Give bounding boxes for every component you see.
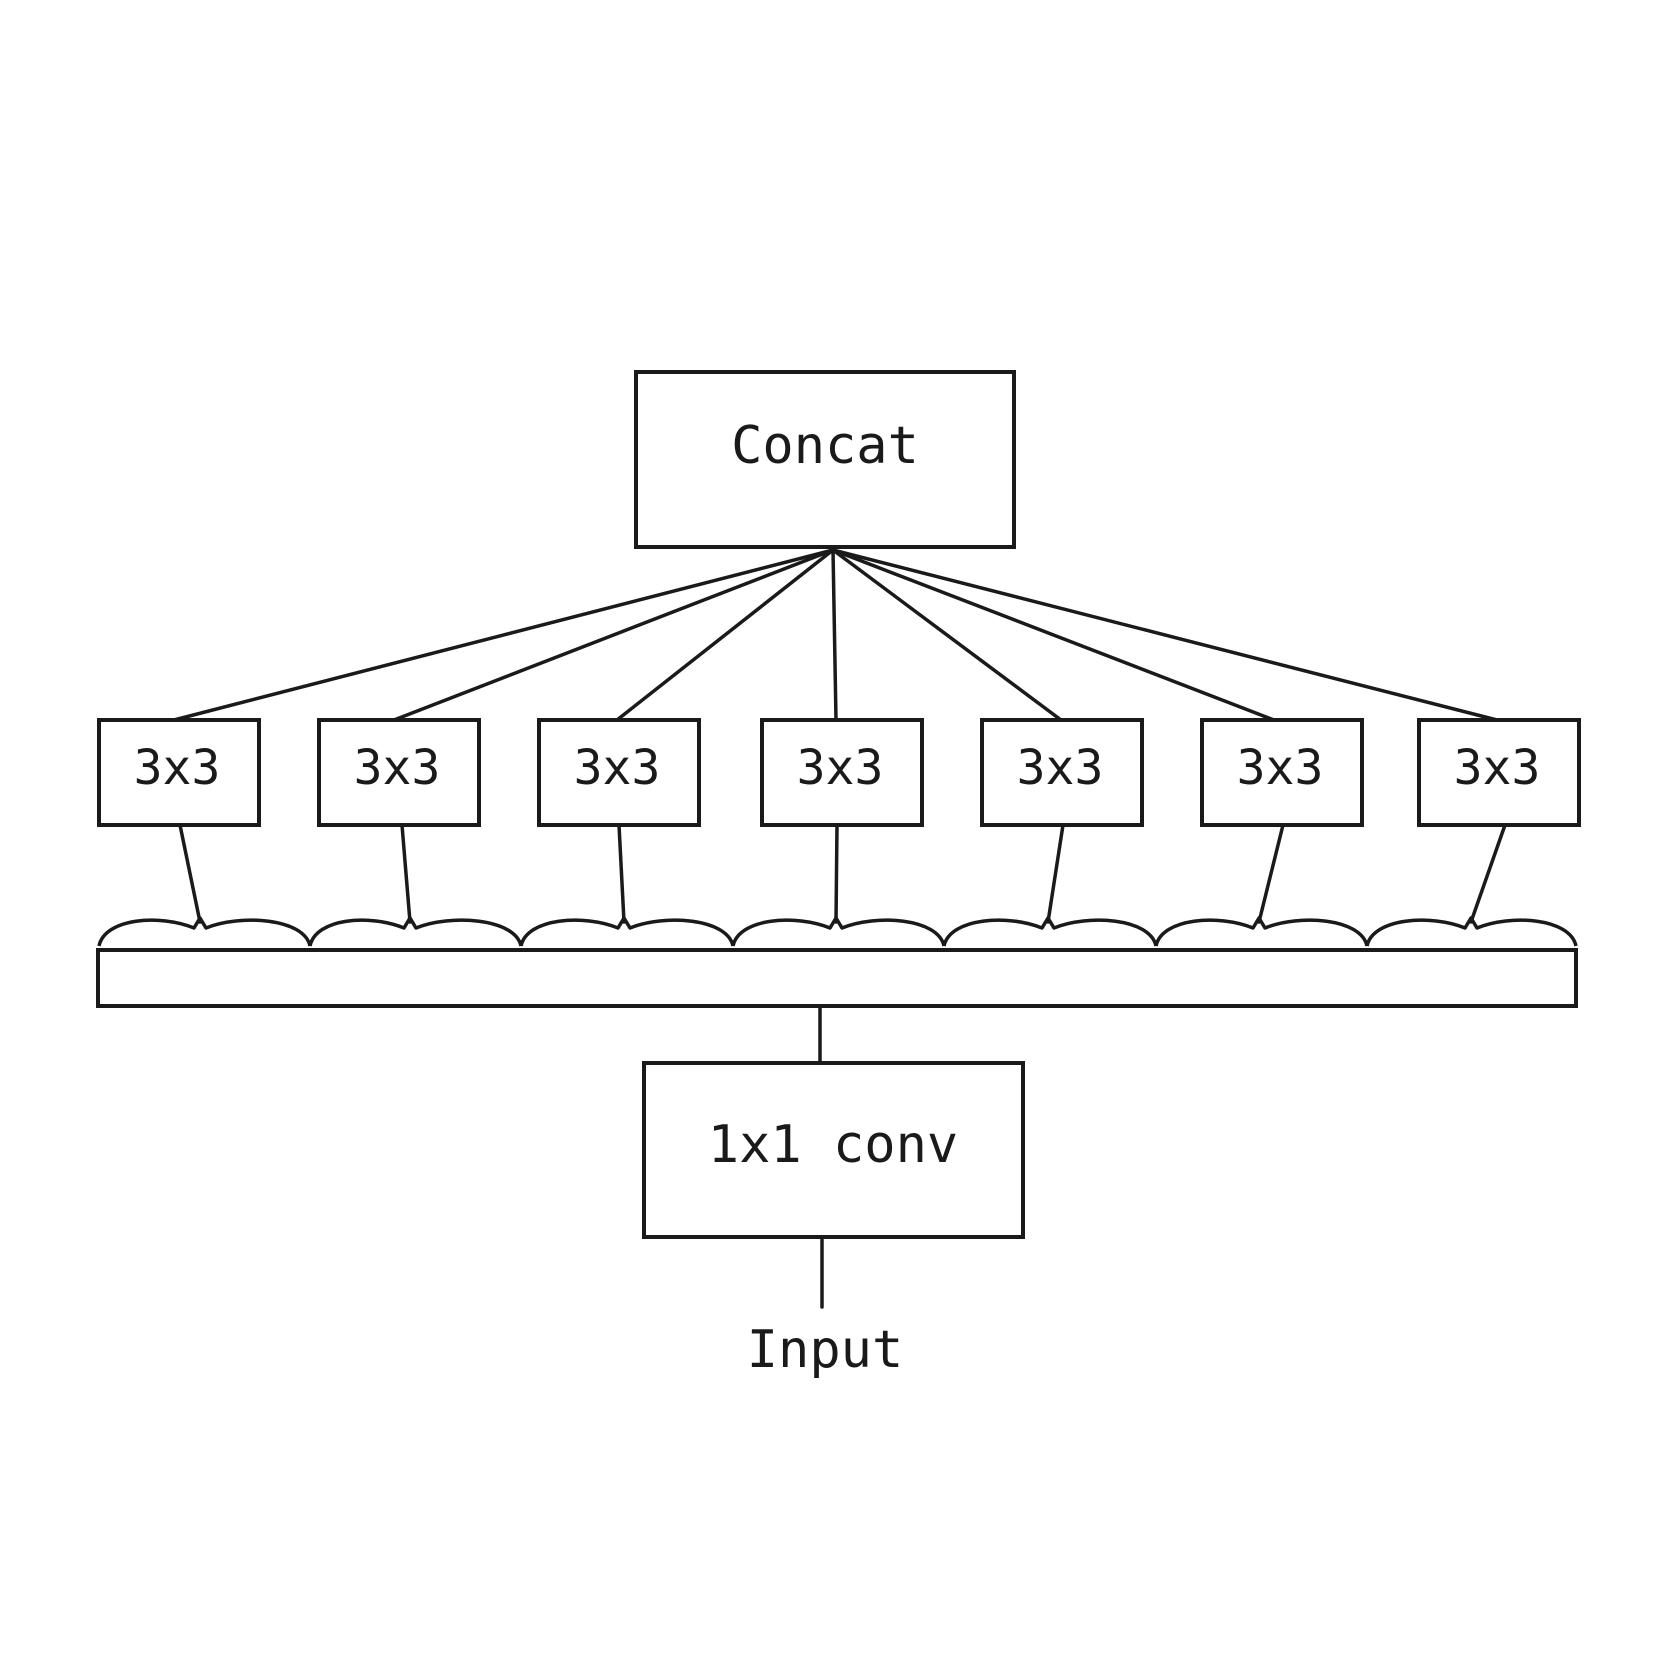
concat-wire-2	[392, 548, 835, 722]
brace-wires	[178, 823, 1507, 924]
branch-label-4: 3x3	[797, 740, 884, 796]
branch-label-2: 3x3	[354, 740, 441, 796]
branch-node-3: 3x3	[537, 718, 701, 827]
concat-wire-4	[831, 548, 838, 722]
concat-wire-6	[831, 548, 1276, 722]
conv-node: 1x1 conv	[642, 1061, 1025, 1239]
brace-7	[1365, 916, 1578, 947]
concat-label: Concat	[731, 416, 919, 476]
branch-down-wire-1	[178, 823, 202, 924]
branch-label-6: 3x3	[1237, 740, 1324, 796]
branch-node-4: 3x3	[760, 718, 924, 827]
concat-wire-7	[831, 548, 1499, 722]
branch-node-1: 3x3	[97, 718, 261, 827]
conv-label: 1x1 conv	[708, 1115, 958, 1175]
split-braces	[97, 916, 1578, 947]
branch-label-7: 3x3	[1454, 740, 1541, 796]
branch-down-wire-4	[834, 823, 839, 924]
branch-down-wire-3	[617, 823, 626, 924]
branch-label-5: 3x3	[1017, 740, 1104, 796]
branch-node-5: 3x3	[980, 718, 1144, 827]
concat-wire-3	[615, 548, 835, 722]
concat-wire-5	[831, 548, 1063, 722]
branch-label-1: 3x3	[134, 740, 221, 796]
brace-4	[731, 916, 946, 947]
branch-node-2: 3x3	[317, 718, 481, 827]
brace-2	[308, 916, 523, 947]
branch-down-wire-6	[1257, 823, 1285, 924]
branch-down-wire-2	[400, 823, 412, 924]
brace-3	[519, 916, 735, 947]
branch-node-6: 3x3	[1200, 718, 1364, 827]
split-bar	[96, 948, 1578, 1008]
concat-fan-wires	[172, 548, 1499, 722]
branch-label-3: 3x3	[574, 740, 661, 796]
brace-6	[1154, 916, 1369, 947]
concat-wire-1	[172, 548, 835, 722]
brace-1	[97, 916, 312, 947]
concat-node: Concat	[634, 370, 1016, 549]
brace-5	[942, 916, 1158, 947]
input-label: Input	[747, 1320, 904, 1380]
branch-node-7: 3x3	[1417, 718, 1581, 827]
branch-down-wire-7	[1469, 823, 1507, 924]
branch-down-wire-5	[1046, 823, 1065, 924]
branch-row: 3x3 3x3 3x3 3x3 3x3 3x3 3x3	[97, 718, 1581, 827]
